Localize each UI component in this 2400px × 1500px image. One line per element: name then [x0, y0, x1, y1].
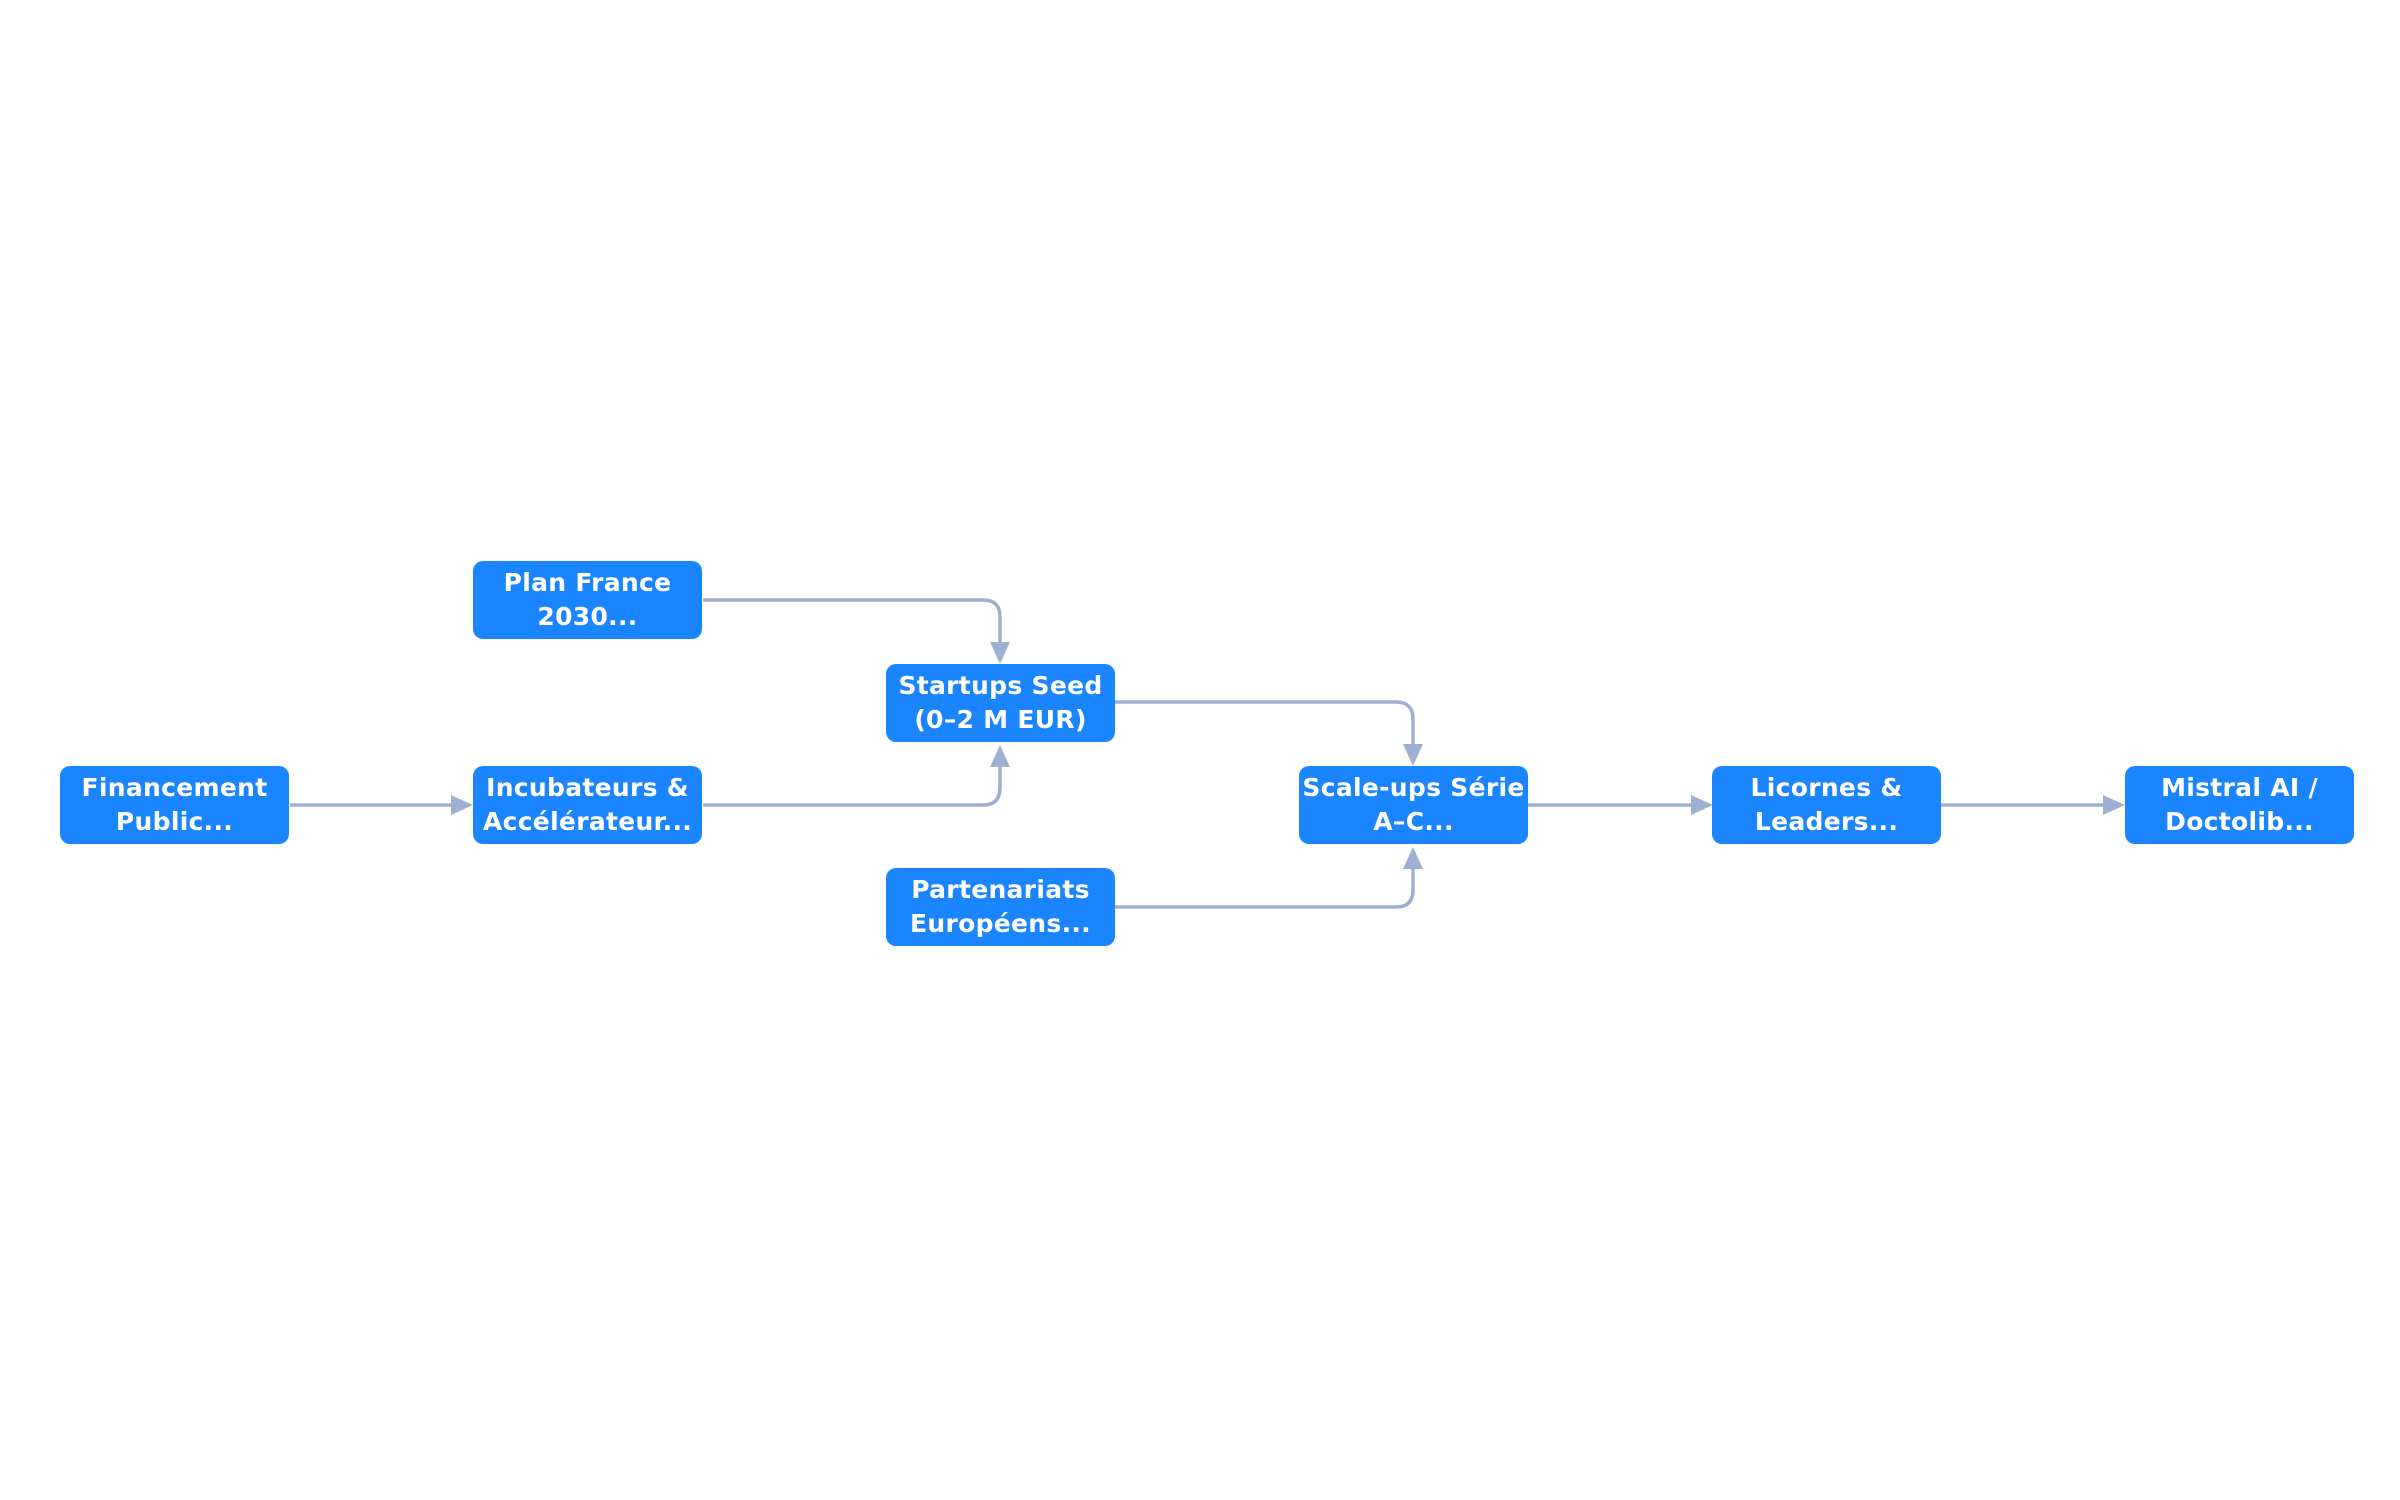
- arrowhead-startups-top: [990, 642, 1010, 664]
- arrowhead-startups-bottom: [990, 745, 1010, 767]
- arrowhead-licornes: [1691, 795, 1713, 815]
- node-label-line2: Leaders...: [1754, 807, 1899, 836]
- node-label-line2: (0–2 M EUR): [914, 705, 1087, 734]
- arrowhead-mistral: [2103, 795, 2125, 815]
- arrowhead-scaleups-top: [1403, 744, 1423, 766]
- node-incubateurs[interactable]: Incubateurs & Accélérateur...: [473, 766, 702, 844]
- node-label-line1: Partenariats: [911, 875, 1090, 904]
- edge-partenariats-scaleups: [1115, 862, 1415, 909]
- node-scale-ups[interactable]: Scale-ups Série A–C...: [1299, 766, 1528, 844]
- node-label-line1: Incubateurs &: [486, 773, 689, 802]
- node-startups-seed[interactable]: Startups Seed (0–2 M EUR): [886, 664, 1115, 742]
- node-licornes-leaders[interactable]: Licornes & Leaders...: [1712, 766, 1941, 844]
- node-mistral-doctolib[interactable]: Mistral AI / Doctolib...: [2125, 766, 2354, 844]
- node-label-line2: Doctolib...: [2165, 807, 2314, 836]
- arrowhead-scaleups-bottom: [1403, 847, 1423, 869]
- arrowhead-incubateurs: [451, 795, 473, 815]
- node-plan-france-2030[interactable]: Plan France 2030...: [473, 561, 702, 639]
- node-label-line2: Européens...: [910, 909, 1091, 938]
- edge-incubateurs-startups: [703, 760, 1002, 807]
- edge-startups-scaleups: [1115, 700, 1415, 751]
- node-partenariats-europeens[interactable]: Partenariats Européens...: [886, 868, 1115, 946]
- node-label-line2: Public...: [115, 807, 234, 836]
- node-label-line1: Plan France: [503, 568, 672, 597]
- node-label-line1: Licornes &: [1750, 773, 1903, 802]
- node-label-line1: Startups Seed: [898, 671, 1103, 700]
- node-financement-public[interactable]: Financement Public...: [60, 766, 289, 844]
- node-label-line2: A–C...: [1373, 807, 1454, 836]
- node-label-line2: Accélérateur...: [482, 807, 693, 836]
- node-label-line2: 2030...: [537, 602, 638, 631]
- node-label-line1: Financement: [81, 773, 268, 802]
- node-label-line1: Mistral AI /: [2161, 773, 2318, 802]
- node-label-line1: Scale-ups Série: [1302, 773, 1525, 802]
- edge-plan-startups: [703, 598, 1002, 649]
